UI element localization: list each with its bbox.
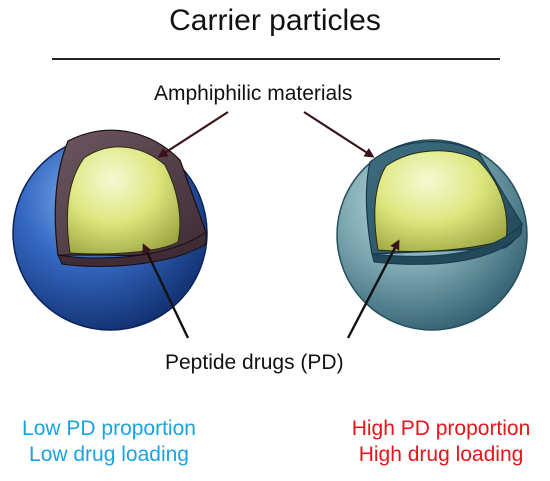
arrow-peptide-right	[346, 239, 400, 339]
left-caption-line1: Low PD proportion	[22, 417, 196, 440]
arrow-amphiphilic-left	[157, 111, 229, 158]
right-caption: High PD proportion High drug loading	[332, 416, 550, 468]
title: Carrier particles	[169, 4, 381, 37]
right-caption-line2: High drug loading	[358, 443, 524, 466]
left-caption-line2: Low drug loading	[29, 443, 189, 466]
right-caption-line1: High PD proportion	[351, 417, 531, 440]
left-particle	[12, 129, 208, 331]
arrow-amphiphilic-right	[303, 111, 375, 158]
amphiphilic-label: Amphiphilic materials	[154, 82, 353, 105]
left-shell-ledge	[57, 231, 207, 267]
right-shell-ledge	[371, 222, 523, 265]
right-particle	[336, 139, 528, 331]
right-core	[374, 150, 508, 253]
left-core	[66, 146, 181, 255]
title-divider	[52, 58, 500, 60]
left-caption: Low PD proportion Low drug loading	[0, 416, 218, 468]
peptide-drugs-label: Peptide drugs (PD)	[165, 351, 344, 374]
arrow-peptide-left	[142, 243, 190, 339]
